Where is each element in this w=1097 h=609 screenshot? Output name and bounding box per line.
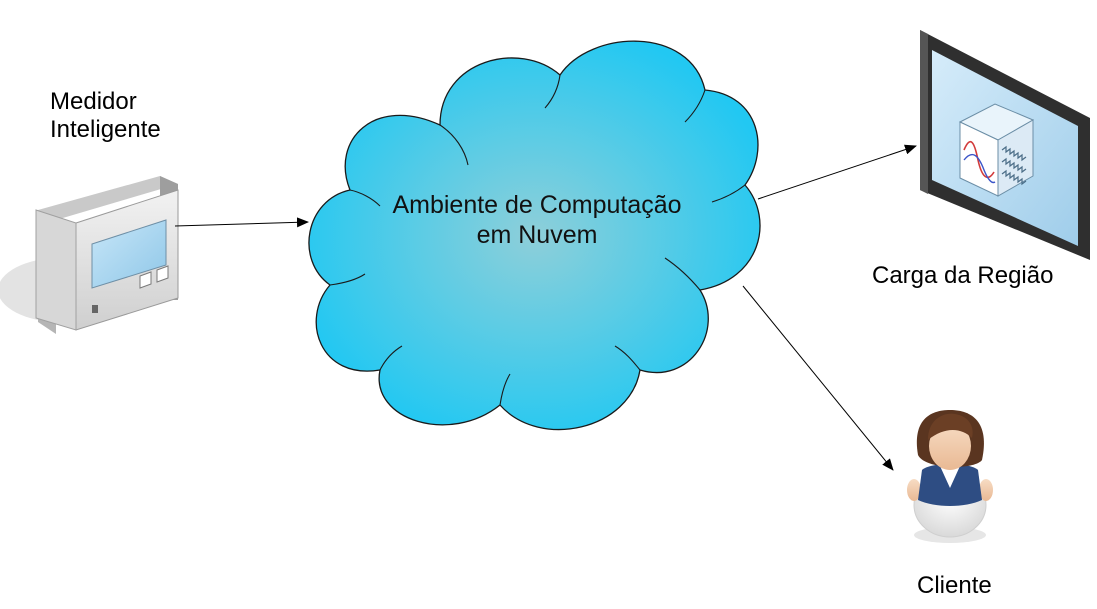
- smart-meter-label-line2: Inteligente: [50, 116, 161, 143]
- arrow-cloud-to-client: [742, 285, 894, 471]
- smart-meter-label: Medidor Inteligente: [50, 88, 161, 144]
- arrow-cloud-to-region-load: [757, 144, 917, 200]
- region-load-label: Carga da Região: [872, 262, 1054, 289]
- monitor-display-icon: [920, 30, 1090, 260]
- smart-meter-label-line1: Medidor: [50, 88, 137, 115]
- client-label: Cliente: [917, 572, 992, 599]
- cloud-icon: [308, 40, 761, 431]
- cloud-label: Ambiente de Computação em Nuvem: [352, 190, 722, 250]
- cloud-label-line1: Ambiente de Computação: [392, 191, 682, 219]
- cloud-label-line2: em Nuvem: [476, 221, 598, 249]
- connector-arrows: [174, 144, 917, 471]
- smart-meter-icon: [0, 176, 179, 334]
- arrow-meter-to-cloud: [174, 217, 309, 228]
- person-icon: [907, 410, 993, 543]
